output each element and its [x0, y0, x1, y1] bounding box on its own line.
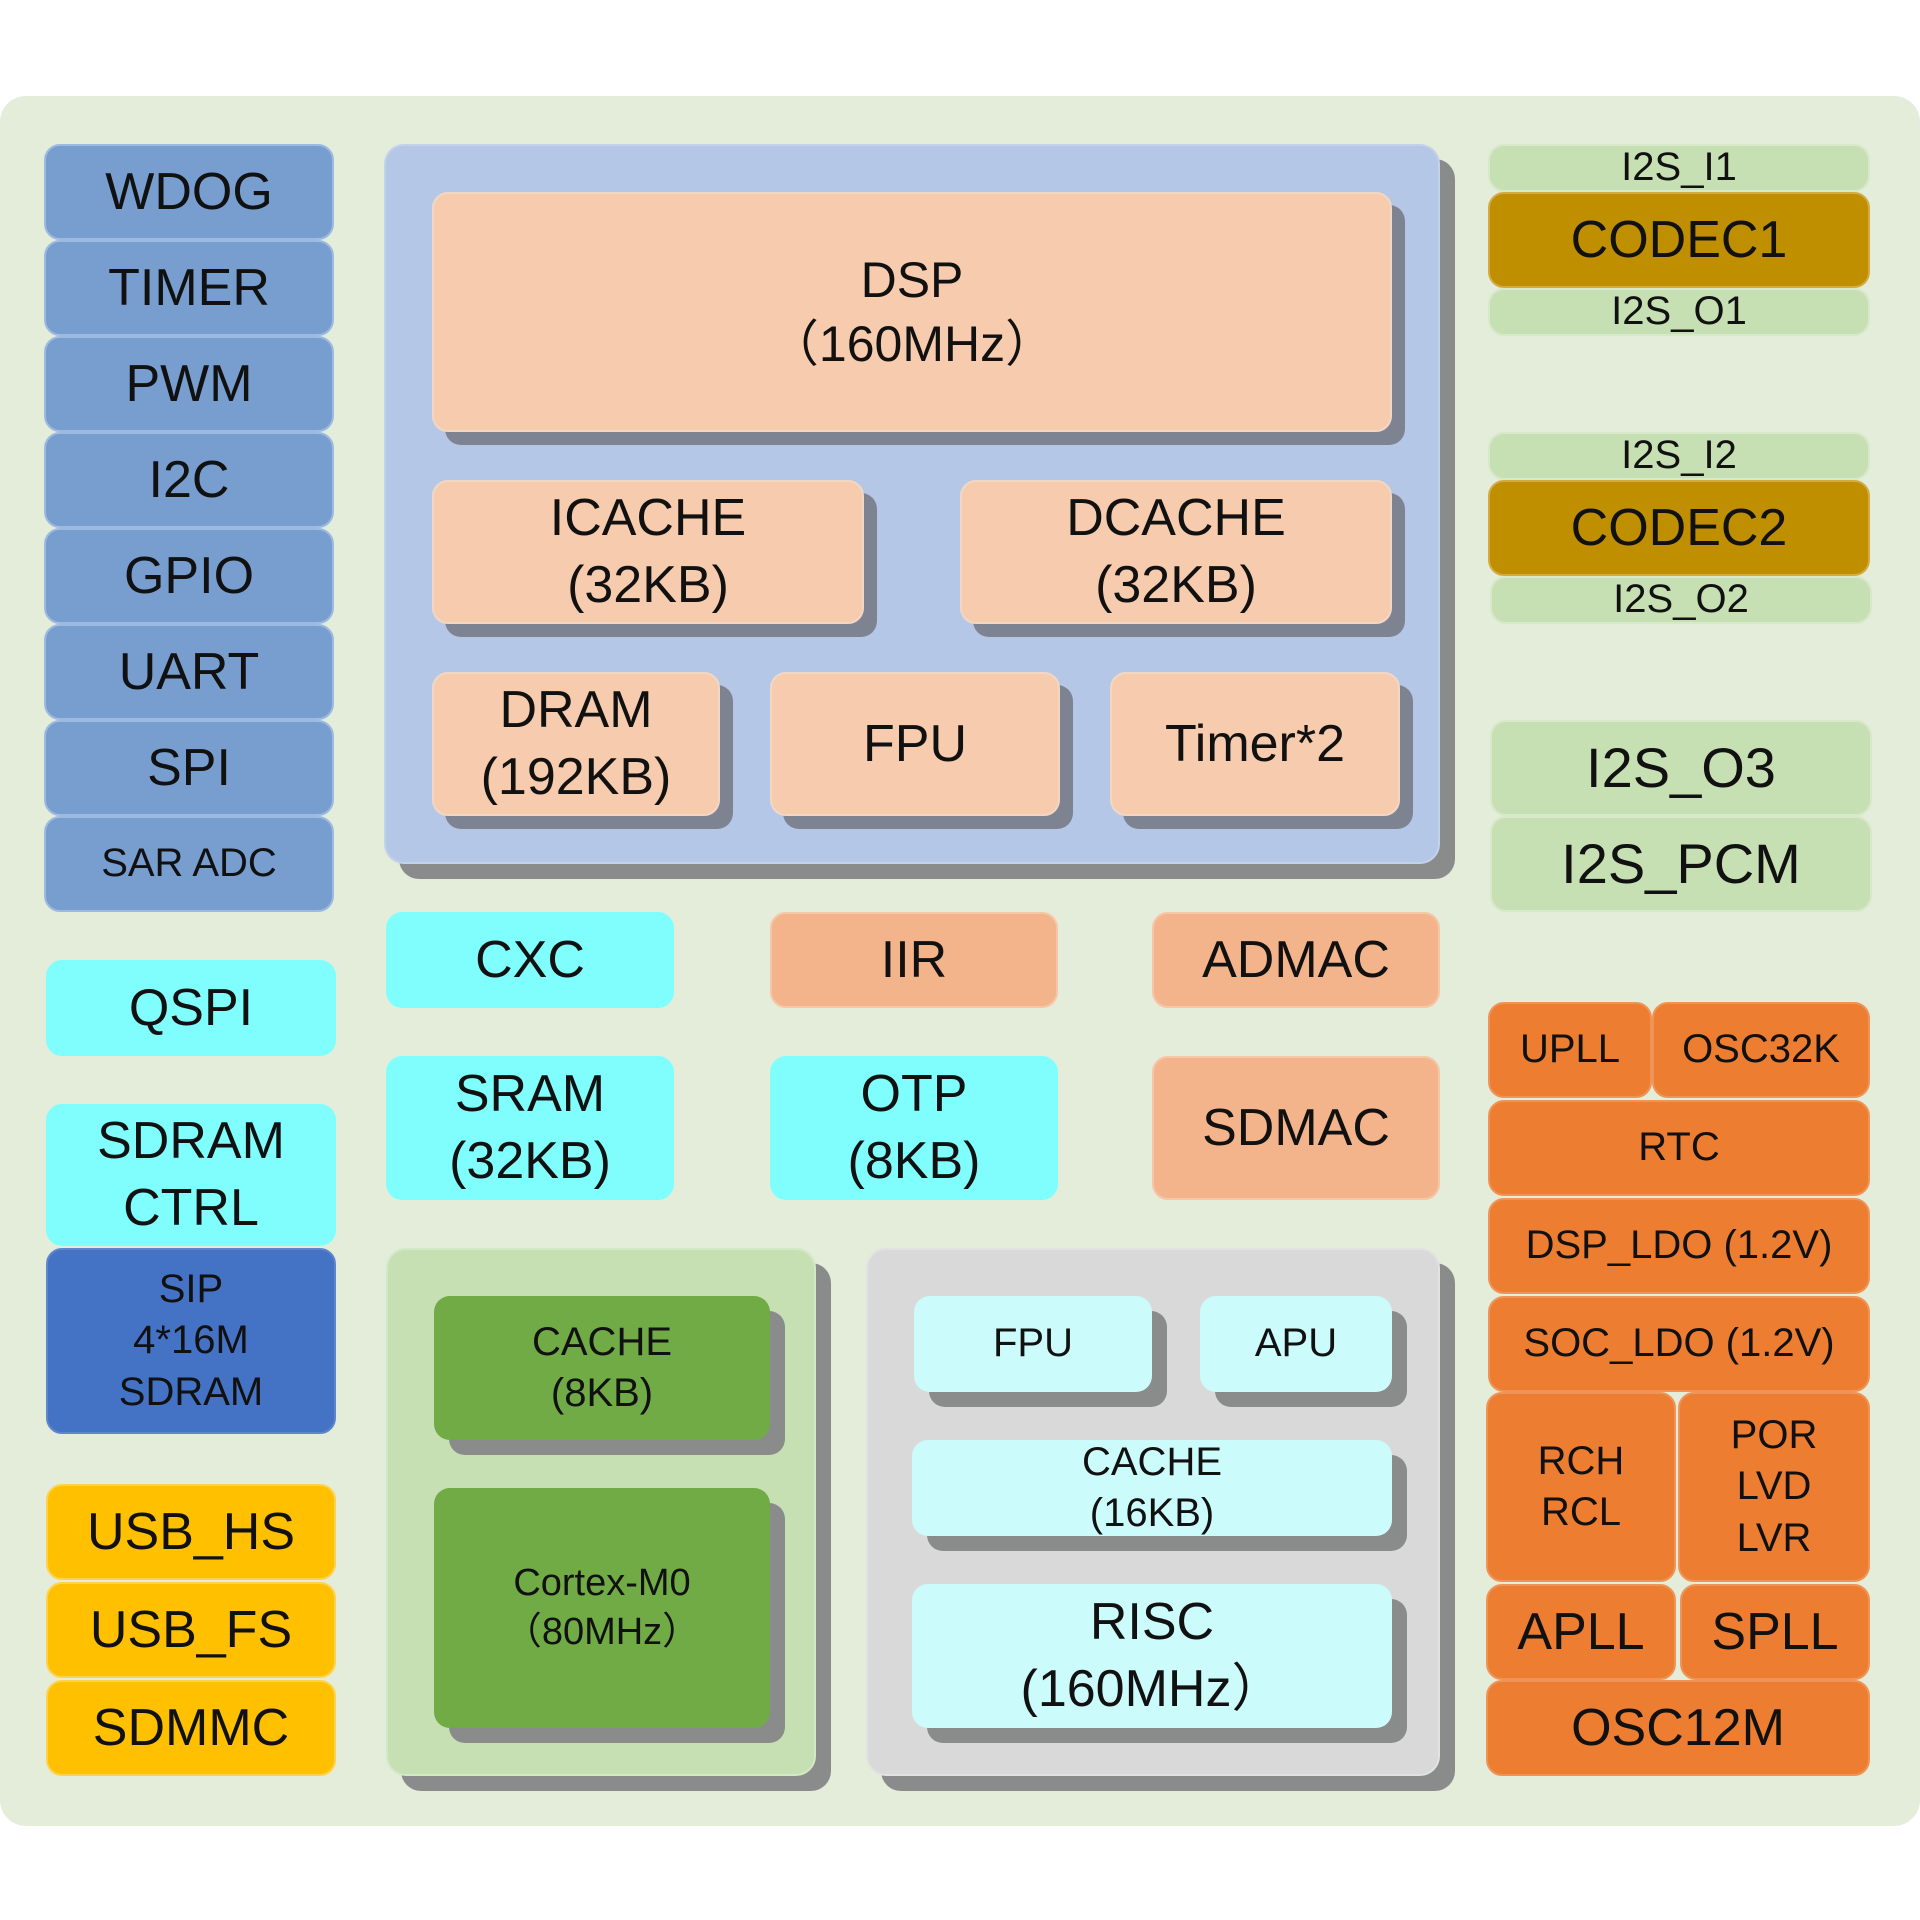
risc-cache-block: CACHE (16KB) — [912, 1440, 1392, 1536]
dsp-fpu-block: FPU — [770, 672, 1060, 816]
sar-adc-block: SAR ADC — [44, 816, 334, 912]
spll-block: SPLL — [1680, 1584, 1870, 1680]
otp-block: OTP (8KB) — [770, 1056, 1058, 1200]
i2s-i1-port: I2S_I1 — [1488, 144, 1870, 192]
cortex-m0-core-block: Cortex-M0 （80MHz） — [434, 1488, 770, 1728]
i2s-o3-block: I2S_O3 — [1490, 720, 1872, 816]
rch-rcl-block: RCH RCL — [1486, 1392, 1676, 1582]
risc-core-block: RISC (160MHz） — [912, 1584, 1392, 1728]
por-lvd-lvr-block: POR LVD LVR — [1678, 1392, 1870, 1582]
iir-block: IIR — [770, 912, 1058, 1008]
admac-block: ADMAC — [1152, 912, 1440, 1008]
dcache-block: DCACHE (32KB) — [960, 480, 1392, 624]
sdmmc-block: SDMMC — [46, 1680, 336, 1776]
gpio-block: GPIO — [44, 528, 334, 624]
sdram-ctrl-block: SDRAM CTRL — [46, 1104, 336, 1246]
i2s-o1-port: I2S_O1 — [1488, 288, 1870, 336]
sdmac-block: SDMAC — [1152, 1056, 1440, 1200]
timer2-block: Timer*2 — [1110, 672, 1400, 816]
i2s-i2-port: I2S_I2 — [1488, 432, 1870, 480]
dsp-ldo-block: DSP_LDO (1.2V) — [1488, 1198, 1870, 1294]
osc32k-block: OSC32K — [1652, 1002, 1870, 1098]
m0-cache-block: CACHE (8KB) — [434, 1296, 770, 1440]
dram-block: DRAM (192KB) — [432, 672, 720, 816]
spi-block: SPI — [44, 720, 334, 816]
codec1-block: CODEC1 — [1488, 192, 1870, 288]
i2c-block: I2C — [44, 432, 334, 528]
apu-block: APU — [1200, 1296, 1392, 1392]
upll-block: UPLL — [1488, 1002, 1652, 1098]
dsp-core-block: DSP （160MHz） — [432, 192, 1392, 432]
qspi-block: QSPI — [46, 960, 336, 1056]
apll-block: APLL — [1486, 1584, 1676, 1680]
rtc-block: RTC — [1488, 1100, 1870, 1196]
i2s-pcm-block: I2S_PCM — [1490, 816, 1872, 912]
uart-block: UART — [44, 624, 334, 720]
codec2-block: CODEC2 — [1488, 480, 1870, 576]
sip-sdram-block: SIP 4*16M SDRAM — [46, 1248, 336, 1434]
timer-block: TIMER — [44, 240, 334, 336]
usb-fs-block: USB_FS — [46, 1582, 336, 1678]
risc-fpu-block: FPU — [914, 1296, 1152, 1392]
icache-block: ICACHE (32KB) — [432, 480, 864, 624]
soc-ldo-block: SOC_LDO (1.2V) — [1488, 1296, 1870, 1392]
osc12m-block: OSC12M — [1486, 1680, 1870, 1776]
pwm-block: PWM — [44, 336, 334, 432]
sram-block: SRAM (32KB) — [386, 1056, 674, 1200]
wdog-block: WDOG — [44, 144, 334, 240]
i2s-o2-port: I2S_O2 — [1490, 576, 1872, 624]
cxc-block: CXC — [386, 912, 674, 1008]
usb-hs-block: USB_HS — [46, 1484, 336, 1580]
